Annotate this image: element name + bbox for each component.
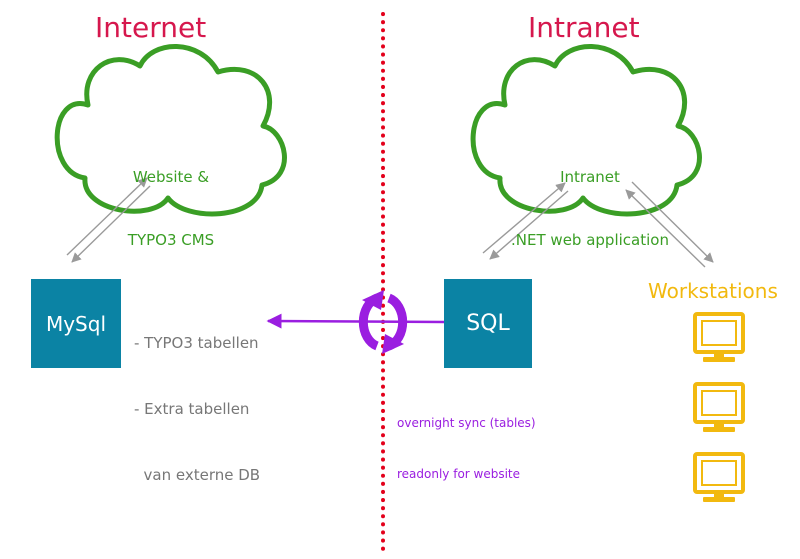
connector-cloud-sql <box>482 182 569 260</box>
mysql-database: MySql <box>31 279 121 368</box>
workstations-title: Workstations <box>648 279 778 303</box>
connector-cloud-mysql <box>66 177 151 263</box>
cloud-icon <box>54 44 287 217</box>
monitor-icon <box>693 312 745 362</box>
mysql-notes: - TYPO3 tabellen - Extra tabellen van ex… <box>134 288 260 508</box>
intranet-title: Intranet <box>528 11 640 44</box>
intranet-cloud-line1: Intranet <box>560 168 620 186</box>
intranet-cloud-label: Intranet .NET web application <box>490 125 690 272</box>
monitor-icon <box>693 452 745 502</box>
sql-label: SQL <box>466 311 510 336</box>
intranet-cloud-line2: .NET web application <box>511 231 669 249</box>
sync-cycle-icon <box>358 290 408 354</box>
sync-note-line1: overnight sync (tables) <box>397 416 536 430</box>
website-cloud-line2: TYPO3 CMS <box>127 231 215 249</box>
sql-database: SQL <box>444 279 532 368</box>
website-cloud-line1: Website & <box>132 168 210 186</box>
website-cloud-label: Website & TYPO3 CMS <box>71 125 271 272</box>
connector-cloud-workstations <box>625 181 714 268</box>
internet-title: Internet <box>95 11 207 44</box>
sync-note-line2: readonly for website <box>397 467 521 481</box>
mysql-note-line1: - TYPO3 tabellen <box>134 334 259 352</box>
sync-arrow <box>266 313 445 329</box>
mysql-note-line2: - Extra tabellen <box>134 400 250 418</box>
mysql-label: MySql <box>45 311 107 336</box>
monitor-icon <box>693 382 745 432</box>
sync-note: overnight sync (tables) readonly for web… <box>397 381 536 500</box>
cloud-icon <box>470 44 702 217</box>
mysql-note-line3: van externe DB <box>134 466 261 484</box>
